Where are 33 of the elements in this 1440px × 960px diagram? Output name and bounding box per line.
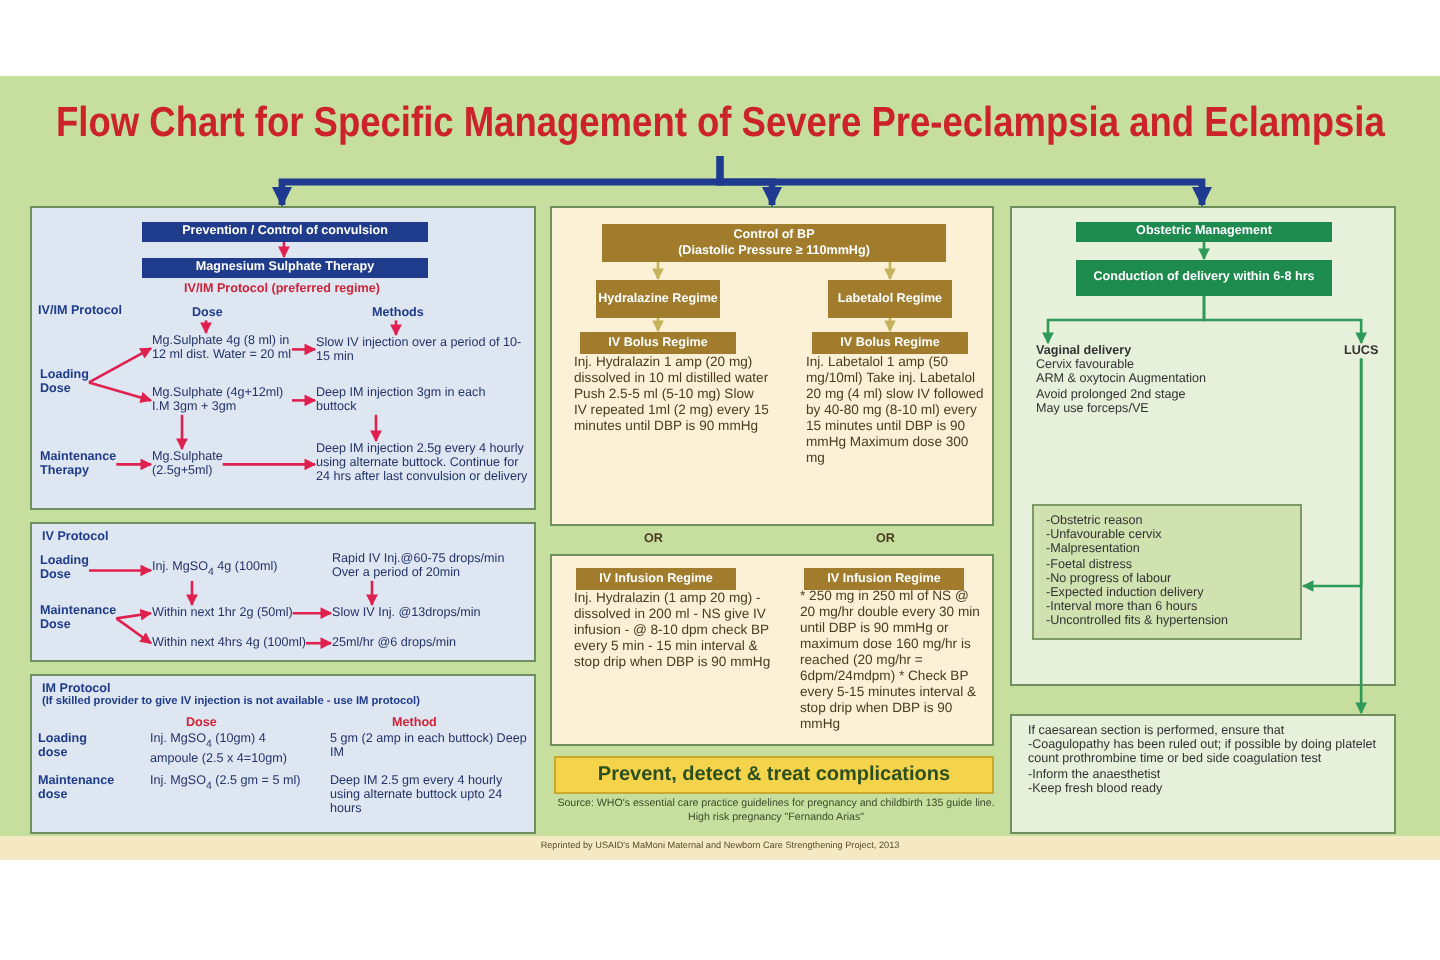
- arrow: [370, 414, 382, 443]
- arrow: [652, 318, 664, 333]
- arrow: [1198, 242, 1210, 261]
- arrow: [1202, 296, 1367, 345]
- arrow: [88, 564, 153, 577]
- arrow: [884, 318, 896, 333]
- arrow: [1355, 358, 1367, 715]
- arrow: [222, 458, 317, 471]
- arrow: [292, 607, 333, 620]
- panel: [550, 554, 994, 746]
- arrow: [115, 617, 152, 645]
- arrow: [116, 609, 153, 621]
- arrow: [200, 320, 212, 335]
- arrow: [366, 580, 378, 607]
- panel: [550, 206, 994, 526]
- arrow: [306, 637, 333, 650]
- arrow: [390, 320, 402, 337]
- arrow: [716, 156, 1213, 208]
- panel: [30, 522, 536, 662]
- arrow: [292, 343, 317, 356]
- panel: [1010, 206, 1396, 686]
- arrow: [884, 262, 896, 281]
- banner: Prevent, detect & treat complications: [554, 756, 994, 794]
- arrow: [88, 381, 153, 404]
- title: Flow Chart for Specific Management of Severe Pre-eclampsia and Eclampsia: [56, 98, 1385, 148]
- arrow: [88, 347, 153, 384]
- panel: [30, 206, 536, 510]
- arrow: [278, 242, 290, 259]
- arrow: [186, 580, 198, 607]
- arrow: [176, 414, 188, 451]
- arrow: [116, 458, 153, 471]
- arrow: [652, 262, 664, 281]
- arrow: [292, 394, 317, 407]
